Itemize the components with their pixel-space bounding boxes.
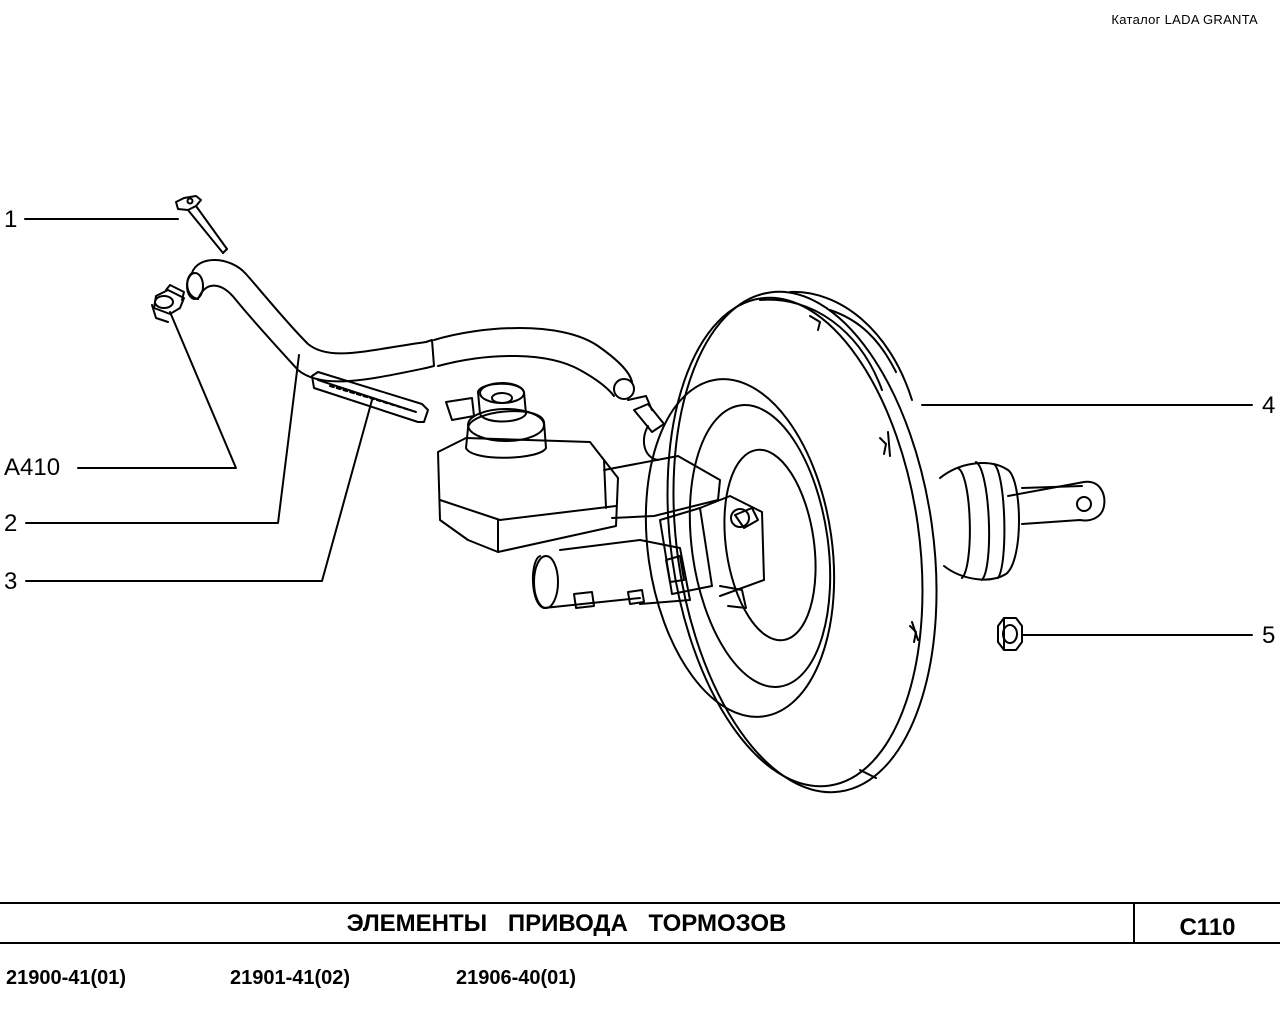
title-divider <box>1133 904 1135 942</box>
model-list: 21900-41(01) 21901-41(02) 21906-40(01) <box>0 967 1280 997</box>
leader-line-2 <box>25 354 300 524</box>
callout-2: 2 <box>4 510 18 537</box>
nut-part <box>997 617 1023 651</box>
model-code: 21901-41(02) <box>230 967 351 989</box>
callout-A410: A410 <box>4 454 61 481</box>
callout-1: 1 <box>4 206 18 233</box>
brake-assembly-drawing <box>24 195 1253 794</box>
callout-4: 4 <box>1262 392 1276 419</box>
catalog-label: Каталог LADA GRANTA <box>1111 12 1258 27</box>
callout-5: 5 <box>1262 622 1276 649</box>
hose-clamp-part <box>175 195 228 254</box>
model-code: 21906-40(01) <box>456 967 577 989</box>
master-cylinder-part <box>437 382 765 609</box>
assembly-title: ЭЛЕМЕНТЫ ПРИВОДА ТОРМОЗОВ <box>346 910 787 937</box>
cable-tie-part <box>311 371 429 423</box>
brake-booster-part <box>644 290 1106 794</box>
hose-fitting-part <box>151 284 185 323</box>
model-code: 21900-41(01) <box>6 967 127 989</box>
page-code: C110 <box>1179 914 1236 941</box>
leader-line-3 <box>25 399 373 582</box>
vacuum-hose-part <box>186 259 635 400</box>
callout-3: 3 <box>4 568 18 595</box>
title-block: ЭЛЕМЕНТЫ ПРИВОДА ТОРМОЗОВ C110 <box>0 902 1280 944</box>
leader-line-A410 <box>77 311 237 469</box>
